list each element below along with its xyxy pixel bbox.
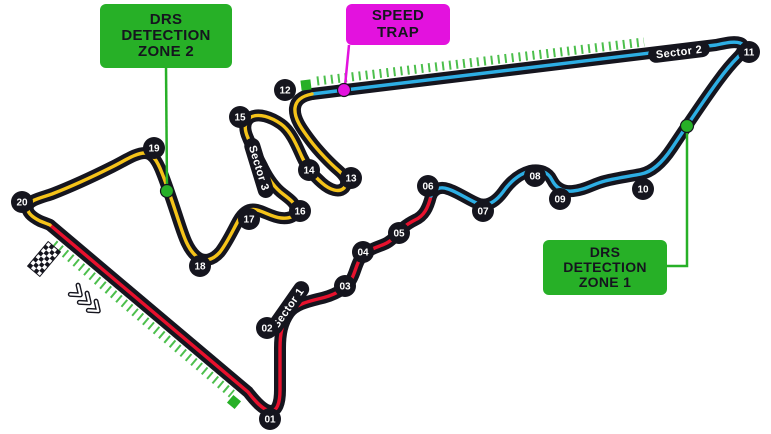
sector-3-label-bg <box>244 138 274 198</box>
turn-marker-10: 10 <box>632 178 654 200</box>
turn-marker-09: 09 <box>549 188 571 210</box>
turn-circle-15 <box>229 106 251 128</box>
turn-number-15: 15 <box>234 113 246 124</box>
turn-marker-08: 08 <box>524 165 546 187</box>
drs-zone-1-line-2: DETECTION <box>563 258 647 275</box>
turn-marker-18: 18 <box>189 255 211 277</box>
turn-circle-04 <box>352 241 374 263</box>
sector-2-label-text: Sector 2 <box>655 44 703 62</box>
turn-circle-07 <box>472 200 494 222</box>
turn-marker-02: 02 <box>256 317 278 339</box>
drs-zone-hatch-back-straight <box>316 37 645 86</box>
turn-marker-20: 20 <box>11 191 33 213</box>
turn-number-06: 06 <box>422 182 434 193</box>
turn-circle-01 <box>259 408 281 430</box>
turn-circle-03 <box>334 275 356 297</box>
turn-number-17: 17 <box>243 215 255 226</box>
turn-marker-16: 16 <box>289 200 311 222</box>
turn-number-03: 03 <box>339 282 351 293</box>
speed-trap-point magenta-dot-icon <box>336 82 352 98</box>
drs-zone-2-line-3: ZONE 2 <box>138 43 194 61</box>
sector-3-label: Sector 3 <box>244 138 274 198</box>
turn-marker-05: 05 <box>388 222 410 244</box>
drs-activation-marker-main-straight <box>226 394 242 410</box>
drs-zone-1-line-1: DRS <box>589 243 621 260</box>
turn-number-05: 05 <box>393 229 405 240</box>
drs-detection-zone-1-badge: DRS DETECTION ZONE 1 <box>543 240 667 295</box>
turn-circle-11 <box>738 41 760 63</box>
drs-zone-1-leader-line <box>667 130 689 268</box>
drs-activation-marker-back-straight <box>300 79 312 91</box>
turn-number-10: 10 <box>637 185 649 196</box>
turn-circle-08 <box>524 165 546 187</box>
turn-number-04: 04 <box>357 248 369 259</box>
turn-circle-18 <box>189 255 211 277</box>
turn-number-02: 02 <box>261 324 273 335</box>
speed-trap-leader-line <box>343 44 351 87</box>
turn-number-07: 07 <box>477 207 489 218</box>
turn-markers: 01 02 03 04 05 06 07 08 09 10 11 12 13 14 15 16 17 18 19 20 <box>11 41 760 430</box>
turn-marker-17: 17 <box>238 208 260 230</box>
sector-2-label: Sector 2 <box>648 41 710 63</box>
turn-circle-16 <box>289 200 311 222</box>
turn-circle-19 <box>143 137 165 159</box>
turn-marker-01: 01 <box>259 408 281 430</box>
turn-number-18: 18 <box>194 262 206 273</box>
turn-marker-03: 03 <box>334 275 356 297</box>
drs-zone-2-line-2: DETECTION <box>121 26 211 44</box>
turn-marker-14: 14 <box>298 159 320 181</box>
turn-number-19: 19 <box>148 144 160 155</box>
turn-marker-07: 07 <box>472 200 494 222</box>
sector-2-label-bg <box>648 41 710 63</box>
turn-number-20: 20 <box>16 198 28 209</box>
turn-marker-19: 19 <box>143 137 165 159</box>
turn-marker-11: 11 <box>738 41 760 63</box>
turn-marker-13: 13 <box>340 167 362 189</box>
turn-number-16: 16 <box>294 207 306 218</box>
drs-zone-1-line-3: ZONE 1 <box>578 274 632 291</box>
turn-circle-10 <box>632 178 654 200</box>
turn-number-13: 13 <box>345 174 357 185</box>
sector-3-line <box>25 92 348 262</box>
turn-circle-17 <box>238 208 260 230</box>
turn-number-01: 01 <box>264 415 276 426</box>
turn-number-11: 11 <box>744 48 755 59</box>
speed-trap-badge: SPEED TRAP <box>346 4 450 45</box>
drs-zone-2-line-1: DRS <box>149 10 183 28</box>
turn-circle-14 <box>298 159 320 181</box>
turn-circle-09 <box>549 188 571 210</box>
turn-circle-20 <box>11 191 33 213</box>
start-finish-checkered-flag-icon <box>26 240 62 278</box>
drs-detection-zone-2-badge: DRS DETECTION ZONE 2 <box>100 4 232 68</box>
drs-zone-2-leader-line <box>164 65 169 191</box>
turn-circle-13 <box>340 167 362 189</box>
turn-marker-12: 12 <box>274 79 296 101</box>
turn-marker-06: 06 <box>417 175 439 197</box>
turn-marker-15: 15 <box>229 106 251 128</box>
drs-detection-point-2 green-dot-icon <box>159 183 175 199</box>
turn-number-14: 14 <box>303 166 315 177</box>
turn-circle-06 <box>417 175 439 197</box>
turn-number-08: 08 <box>529 172 541 183</box>
direction-chevron-arrows-icon <box>67 282 101 314</box>
sector-1-label-bg <box>266 281 310 335</box>
turn-circle-02 <box>256 317 278 339</box>
speed-trap-line-2: TRAP <box>376 23 420 41</box>
turn-number-09: 09 <box>554 195 566 206</box>
speed-trap-line-1: SPEED <box>371 7 425 25</box>
turn-number-12: 12 <box>279 86 291 97</box>
turn-circle-12 <box>274 79 296 101</box>
turn-circle-05 <box>388 222 410 244</box>
drs-detection-point-1 green-dot-icon <box>679 118 695 134</box>
turn-marker-04: 04 <box>352 241 374 263</box>
